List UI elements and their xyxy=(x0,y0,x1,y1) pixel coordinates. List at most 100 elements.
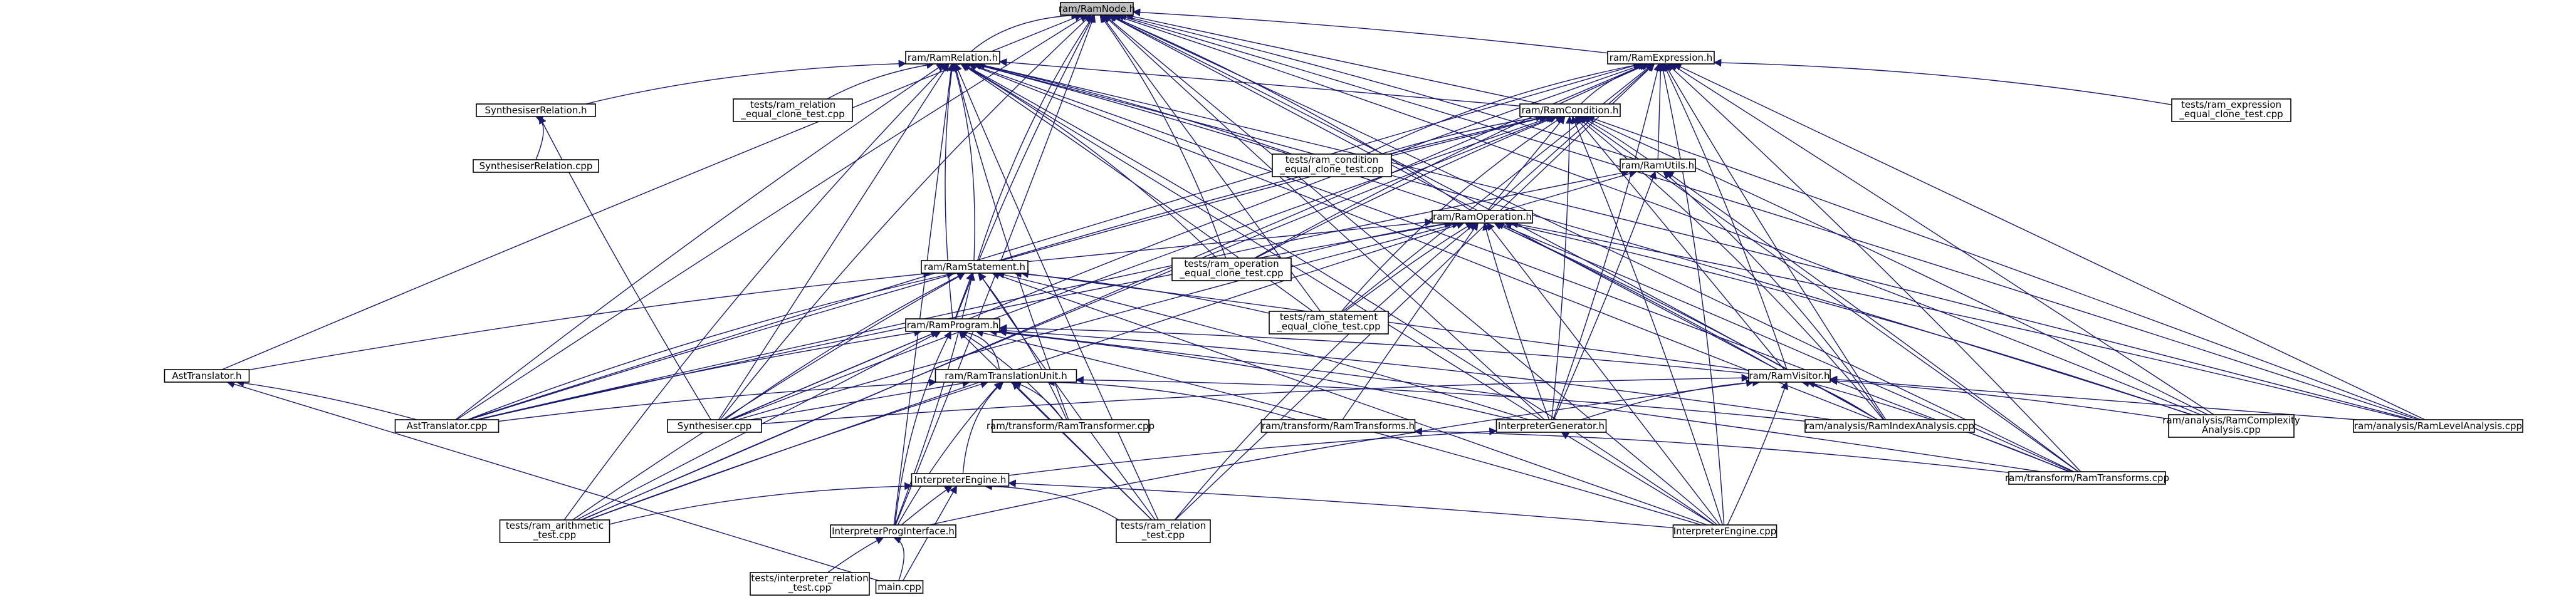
node-ramexpression[interactable]: ram/RamExpression.h xyxy=(1607,51,1715,65)
edge-interpgen_h-to-ramutils xyxy=(1553,170,1657,420)
edge-interpengine_cpp-to-ramrelation xyxy=(962,63,1715,526)
node-ramutils[interactable]: ram/RamUtils.h xyxy=(1620,158,1696,172)
edge-interpgen_h-to-ramprogram xyxy=(989,328,1514,420)
node-ramprogram[interactable]: ram/RamProgram.h xyxy=(905,318,1000,332)
node-ramoperation[interactable]: ram/RamOperation.h xyxy=(1432,210,1533,224)
node-label: InterpreterEngine.h xyxy=(914,474,1007,485)
edge-test_reltest-to-ramrelation xyxy=(955,63,1159,521)
node-main_cpp[interactable]: main.cpp xyxy=(875,580,924,594)
edge-interpgen_h-to-ramexpression xyxy=(1552,63,1662,420)
node-ramnode[interactable]: ram/RamNode.h xyxy=(1059,2,1135,16)
node-ramcondition[interactable]: ram/RamCondition.h xyxy=(1519,103,1621,117)
node-ramtransformer_cpp[interactable]: ram/transform/RamTransformer.cpp xyxy=(987,419,1154,433)
node-interpengine_cpp[interactable]: InterpreterEngine.cpp xyxy=(1672,524,1778,538)
node-box xyxy=(1748,369,1831,383)
edge-interpgen_h-to-ramoperation xyxy=(1482,222,1550,420)
node-ramindex_cpp[interactable]: ram/analysis/RamIndexAnalysis.cpp xyxy=(1804,419,1975,433)
edge-ramcomplexity_cpp-to-ramcondition xyxy=(1582,115,2208,415)
node-box xyxy=(476,103,596,117)
edge-asttranslator_cpp-to-ramexpression xyxy=(467,62,1641,420)
node-box xyxy=(875,580,924,594)
node-label: ram/RamExpression.h xyxy=(1610,52,1713,63)
node-box xyxy=(1672,524,1778,538)
node-ramtransforms_h[interactable]: ram/transform/RamTransforms.h xyxy=(1260,419,1416,433)
node-interpengine_h[interactable]: InterpreterEngine.h xyxy=(911,473,1010,487)
node-box xyxy=(911,473,1010,487)
node-label: tests/ram_operation xyxy=(1184,258,1279,270)
node-box xyxy=(1272,153,1392,177)
node-ramrelation[interactable]: ram/RamRelation.h xyxy=(905,51,1000,65)
edge-ramlevel_cpp-to-ramvisitor xyxy=(1829,375,2357,420)
node-label: _equal_clone_test.cpp xyxy=(1179,267,1283,279)
node-test_exprclone[interactable]: tests/ram_expression_equal_clone_test.cp… xyxy=(2171,98,2291,122)
node-label: _test.cpp xyxy=(788,582,831,594)
node-ramstatement[interactable]: ram/RamStatement.h xyxy=(921,260,1029,274)
node-label: ram/analysis/RamComplexity xyxy=(2162,415,2300,426)
edge-interpgen_h-to-ramstatement xyxy=(996,271,1529,420)
node-label: ram/transform/RamTransforms.cpp xyxy=(2005,472,2169,484)
edge-synthesiser_cpp-to-ramexpression xyxy=(730,62,1646,420)
edge-interpgen_h-to-ramnode xyxy=(1102,14,1545,420)
node-box xyxy=(1060,2,1134,16)
node-box xyxy=(750,572,870,596)
node-synthrel_cpp[interactable]: SynthesiserRelation.cpp xyxy=(473,159,599,173)
node-interpprog_h[interactable]: InterpreterProgInterface.h xyxy=(830,524,956,538)
edge-interpprog_h-to-ramvisitor xyxy=(929,379,1754,526)
edge-test_condclone-to-ramrelation xyxy=(973,61,1292,155)
node-label: tests/ram_condition xyxy=(1285,154,1379,166)
node-label: _test.cpp xyxy=(1141,529,1185,541)
node-test_stmtclone[interactable]: tests/ram_statement_equal_clone_test.cpp xyxy=(1269,311,1389,335)
node-asttranslator_cpp[interactable]: AstTranslator.cpp xyxy=(394,419,500,433)
edge-test_stmtclone-to-ramexpression xyxy=(1343,63,1654,312)
node-box xyxy=(667,419,762,433)
edge-ramtransforms_cpp-to-ramoperation xyxy=(1495,222,2073,472)
edge-ramlevel_cpp-to-ramoperation xyxy=(1510,220,2410,420)
edge-ramexpression-to-ramnode xyxy=(1132,8,1608,54)
node-box xyxy=(935,369,1077,383)
node-synthrel_h[interactable]: SynthesiserRelation.h xyxy=(476,103,596,117)
node-interpgen_h[interactable]: InterpreterGenerator.h xyxy=(1495,419,1607,433)
node-label: ram/RamVisitor.h xyxy=(1749,370,1830,381)
edge-asttranslator_cpp-to-ramoperation xyxy=(478,220,1452,420)
node-test_interprel[interactable]: tests/interpreter_relation_test.cpp xyxy=(750,572,870,596)
node-ramlevel_cpp[interactable]: ram/analysis/RamLevelAnalysis.cpp xyxy=(2353,419,2523,433)
edge-asttranslator_h-to-ramstatement xyxy=(249,269,931,371)
node-ramtu[interactable]: ram/RamTranslationUnit.h xyxy=(935,369,1077,383)
node-label: tests/ram_arithmetic xyxy=(506,520,604,532)
node-label: ram/RamUtils.h xyxy=(1621,160,1694,171)
edge-test_relclone-to-ramrelation xyxy=(827,61,935,100)
node-label: ram/analysis/RamLevelAnalysis.cpp xyxy=(2354,420,2522,432)
edge-synthesiser_cpp-to-ramcondition xyxy=(731,115,1554,420)
edge-asttranslator_cpp-to-asttranslator_h xyxy=(236,379,417,420)
edge-ramoperation-to-ramnode xyxy=(1107,14,1471,211)
edge-interpengine_cpp-to-ramoperation xyxy=(1486,222,1720,526)
edge-synthesiser_cpp-to-ramtu xyxy=(751,379,971,420)
node-ramvisitor[interactable]: ram/RamVisitor.h xyxy=(1748,369,1831,383)
node-test_arith[interactable]: tests/ram_arithmetic_test.cpp xyxy=(499,519,610,543)
edge-ramtransforms_h-to-ramoperation xyxy=(1342,222,1479,420)
node-box xyxy=(1607,51,1715,65)
node-label: tests/ram_relation xyxy=(750,99,835,111)
node-asttranslator_h[interactable]: AstTranslator.h xyxy=(164,369,250,383)
node-test_relclone[interactable]: tests/ram_relation_equal_clone_test.cpp xyxy=(733,98,853,122)
node-ramtransforms_cpp[interactable]: ram/transform/RamTransforms.cpp xyxy=(2005,471,2169,485)
edge-synthrel_h-to-ramrelation xyxy=(585,60,907,105)
edge-ramstatement-to-ramnode xyxy=(977,14,1094,261)
edge-ramstatement-to-ramcondition xyxy=(998,114,1547,261)
node-test_condclone[interactable]: tests/ram_condition_equal_clone_test.cpp xyxy=(1272,153,1392,177)
edge-ramtransformer_cpp-to-ramstatement xyxy=(978,272,1067,420)
node-box xyxy=(1269,311,1389,335)
node-synthesiser_cpp[interactable]: Synthesiser.cpp xyxy=(667,419,762,433)
edge-ramindex_cpp-to-ramrelation xyxy=(968,63,1874,420)
node-label: ram/RamRelation.h xyxy=(908,52,998,63)
edge-ramutils-to-ramexpression xyxy=(1657,63,1665,160)
node-label: _equal_clone_test.cpp xyxy=(740,108,844,120)
edge-ramcomplexity_cpp-to-ramexpression xyxy=(1670,63,2214,415)
edge-ramvisitor-to-ramnode xyxy=(1107,14,1778,370)
node-test_reltest[interactable]: tests/ram_relation_test.cpp xyxy=(1116,519,1211,543)
node-box xyxy=(2353,419,2523,433)
edge-interpengine_cpp-to-ramnode xyxy=(1104,14,1718,526)
node-test_opclone[interactable]: tests/ram_operation_equal_clone_test.cpp xyxy=(1171,257,1292,281)
node-label: ram/transform/RamTransformer.cpp xyxy=(987,420,1154,432)
